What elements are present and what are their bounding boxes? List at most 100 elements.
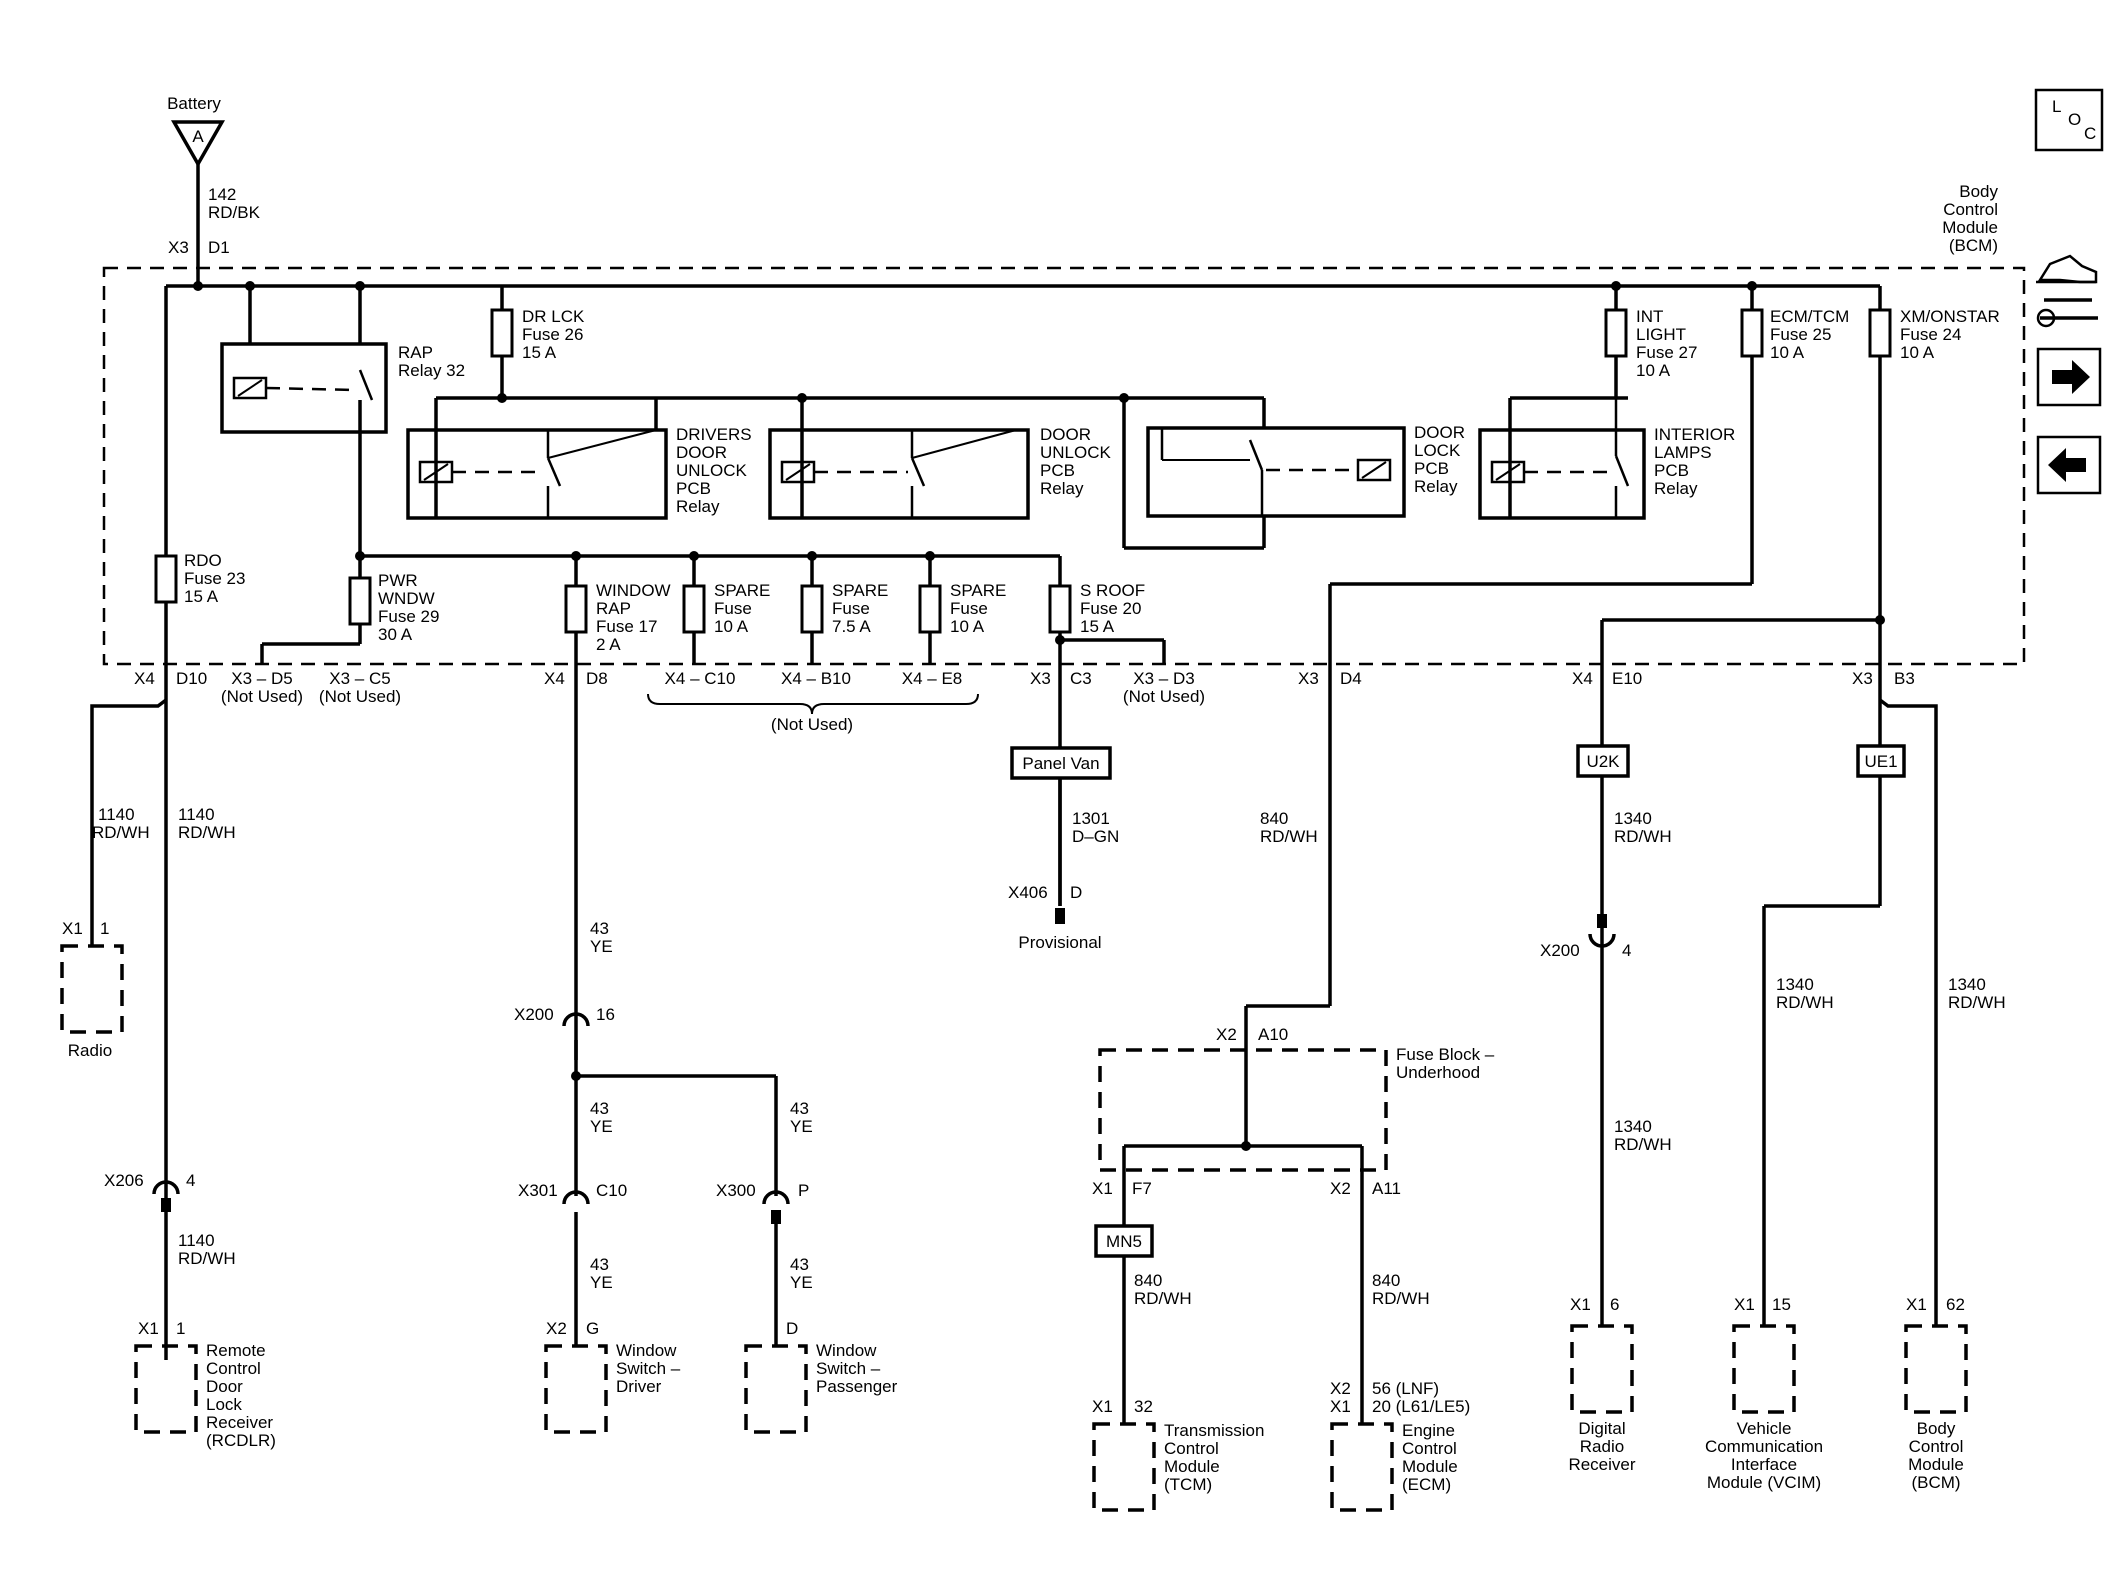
svg-text:56 (LNF): 56 (LNF): [1372, 1379, 1439, 1398]
svg-text:UNLOCK: UNLOCK: [676, 461, 748, 480]
svg-text:Lock: Lock: [206, 1395, 242, 1414]
svg-text:10 A: 10 A: [1636, 361, 1671, 380]
svg-text:1340: 1340: [1948, 975, 1986, 994]
svg-text:Relay: Relay: [676, 497, 720, 516]
svg-text:32: 32: [1134, 1397, 1153, 1416]
svg-text:X1: X1: [1092, 1179, 1113, 1198]
svg-text:Engine: Engine: [1402, 1421, 1455, 1440]
svg-text:ECM/TCM: ECM/TCM: [1770, 307, 1849, 326]
svg-text:SPARE: SPARE: [832, 581, 888, 600]
ecm-module: [1330, 1422, 1394, 1512]
svg-text:840: 840: [1134, 1271, 1162, 1290]
svg-text:WNDW: WNDW: [378, 589, 435, 608]
svg-text:10 A: 10 A: [1900, 343, 1935, 362]
svg-text:X1: X1: [1092, 1397, 1113, 1416]
rcdlr-circuit: X206 4 1140 RD/WH X1 1 Remote Control Do…: [104, 1171, 276, 1450]
svg-text:X4 – B10: X4 – B10: [781, 669, 851, 688]
svg-text:XM/ONSTAR: XM/ONSTAR: [1900, 307, 2000, 326]
svg-text:X3 – D5: X3 – D5: [231, 669, 292, 688]
bcm-pin-labels: X4 D10 X3 – D5 (Not Used) X3 – C5 (Not U…: [134, 669, 1915, 734]
svg-text:(RCDLR): (RCDLR): [206, 1431, 276, 1450]
svg-text:YE: YE: [790, 1117, 813, 1136]
spare-fuse-2: SPARE Fuse 7.5 A: [800, 556, 888, 664]
svg-text:P: P: [798, 1181, 809, 1200]
svg-text:15: 15: [1772, 1295, 1791, 1314]
svg-text:D: D: [786, 1319, 798, 1338]
svg-text:7.5 A: 7.5 A: [832, 617, 871, 636]
ue1-option: [1856, 744, 1906, 778]
drivers-door-unlock-relay: DRIVERS DOOR UNLOCK PCB Relay: [406, 398, 752, 520]
svg-text:Vehicle: Vehicle: [1737, 1419, 1792, 1438]
svg-text:A11: A11: [1372, 1179, 1401, 1198]
svg-text:Control: Control: [1164, 1439, 1219, 1458]
dr-lck-fuse: DR LCK Fuse 26 15 A: [490, 286, 585, 403]
svg-text:1140: 1140: [178, 1231, 215, 1250]
svg-text:INT: INT: [1636, 307, 1663, 326]
svg-text:RD/WH: RD/WH: [1260, 827, 1318, 846]
svg-text:PCB: PCB: [676, 479, 711, 498]
svg-text:X301: X301: [518, 1181, 558, 1200]
svg-text:X3: X3: [168, 238, 189, 257]
svg-text:(ECM): (ECM): [1402, 1475, 1451, 1494]
xm-onstar-fuse: XM/ONSTAR Fuse 24 10 A: [1602, 286, 2000, 625]
svg-text:1140: 1140: [98, 805, 135, 824]
svg-text:10 A: 10 A: [950, 617, 985, 636]
svg-text:D–GN: D–GN: [1072, 827, 1119, 846]
svg-text:C3: C3: [1070, 669, 1092, 688]
svg-text:PCB: PCB: [1654, 461, 1689, 480]
panel-van-option: [1010, 746, 1112, 780]
svg-text:RAP: RAP: [596, 599, 631, 618]
svg-text:Fuse 29: Fuse 29: [378, 607, 439, 626]
svg-text:X300: X300: [716, 1181, 756, 1200]
svg-text:Fuse: Fuse: [832, 599, 870, 618]
svg-text:DRIVERS: DRIVERS: [676, 425, 752, 444]
svg-text:Control: Control: [1402, 1439, 1457, 1458]
battery-symbol: Battery A 142 RD/BK X3 D1: [167, 94, 261, 286]
svg-text:Window: Window: [816, 1341, 877, 1360]
svg-text:X2: X2: [1330, 1179, 1351, 1198]
bcm-title: Body Control Module (BCM): [1942, 182, 1998, 255]
svg-text:Remote: Remote: [206, 1341, 266, 1360]
bcm-module: [1904, 1324, 1968, 1414]
svg-text:(BCM): (BCM): [1911, 1473, 1960, 1492]
int-light-fuse: INT LIGHT Fuse 27 10 A: [1604, 281, 1697, 398]
svg-text:YE: YE: [590, 937, 613, 956]
svg-text:Digital: Digital: [1578, 1419, 1625, 1438]
svg-text:UE1: UE1: [1864, 752, 1897, 771]
svg-text:RD/WH: RD/WH: [1776, 993, 1834, 1012]
window-rap-fuse: WINDOW RAP Fuse 17 2 A: [564, 556, 671, 1060]
svg-text:(Not Used): (Not Used): [771, 715, 853, 734]
svg-text:15 A: 15 A: [1080, 617, 1115, 636]
svg-text:INTERIOR: INTERIOR: [1654, 425, 1735, 444]
svg-text:D10: D10: [176, 669, 207, 688]
svg-text:DOOR: DOOR: [676, 443, 727, 462]
svg-text:Switch –: Switch –: [616, 1359, 681, 1378]
svg-text:YE: YE: [790, 1273, 813, 1292]
svg-text:Receiver: Receiver: [206, 1413, 273, 1432]
svg-text:15 A: 15 A: [522, 343, 557, 362]
svg-text:D1: D1: [208, 238, 230, 257]
prev-arrow-button[interactable]: [2036, 435, 2102, 495]
vcim-bcm-circuit: UE1 1340 RD/WH 1340 RD/WH X1 15 X1 62 Ve…: [1705, 620, 2006, 1492]
interior-lamps-relay: INTERIOR LAMPS PCB Relay: [1478, 396, 1735, 520]
fuse-block-underhood: [1098, 1048, 1388, 1172]
svg-text:Control: Control: [1909, 1437, 1964, 1456]
svg-text:C: C: [2084, 124, 2096, 143]
vehicle-icon[interactable]: [2036, 254, 2098, 328]
svg-text:Module: Module: [1942, 218, 1998, 237]
svg-text:Driver: Driver: [616, 1377, 662, 1396]
svg-text:Module: Module: [1164, 1457, 1220, 1476]
svg-text:Fuse 25: Fuse 25: [1770, 325, 1831, 344]
svg-text:PCB: PCB: [1414, 459, 1449, 478]
svg-text:(Not Used): (Not Used): [319, 687, 401, 706]
svg-text:S ROOF: S ROOF: [1080, 581, 1145, 600]
next-arrow-button[interactable]: [2036, 347, 2102, 407]
svg-text:MN5: MN5: [1106, 1232, 1142, 1251]
svg-text:Battery: Battery: [167, 94, 221, 113]
window-switch-circuit: 43 YE X200 16 43 YE 43 YE X301 C10 X300 …: [514, 919, 898, 1434]
loc-button[interactable]: L O C: [2034, 88, 2104, 152]
svg-text:RD/BK: RD/BK: [208, 203, 261, 222]
pwr-wndw-fuse: PWR WNDW Fuse 29 30 A: [260, 556, 439, 664]
svg-text:Fuse 20: Fuse 20: [1080, 599, 1141, 618]
svg-text:PCB: PCB: [1040, 461, 1075, 480]
